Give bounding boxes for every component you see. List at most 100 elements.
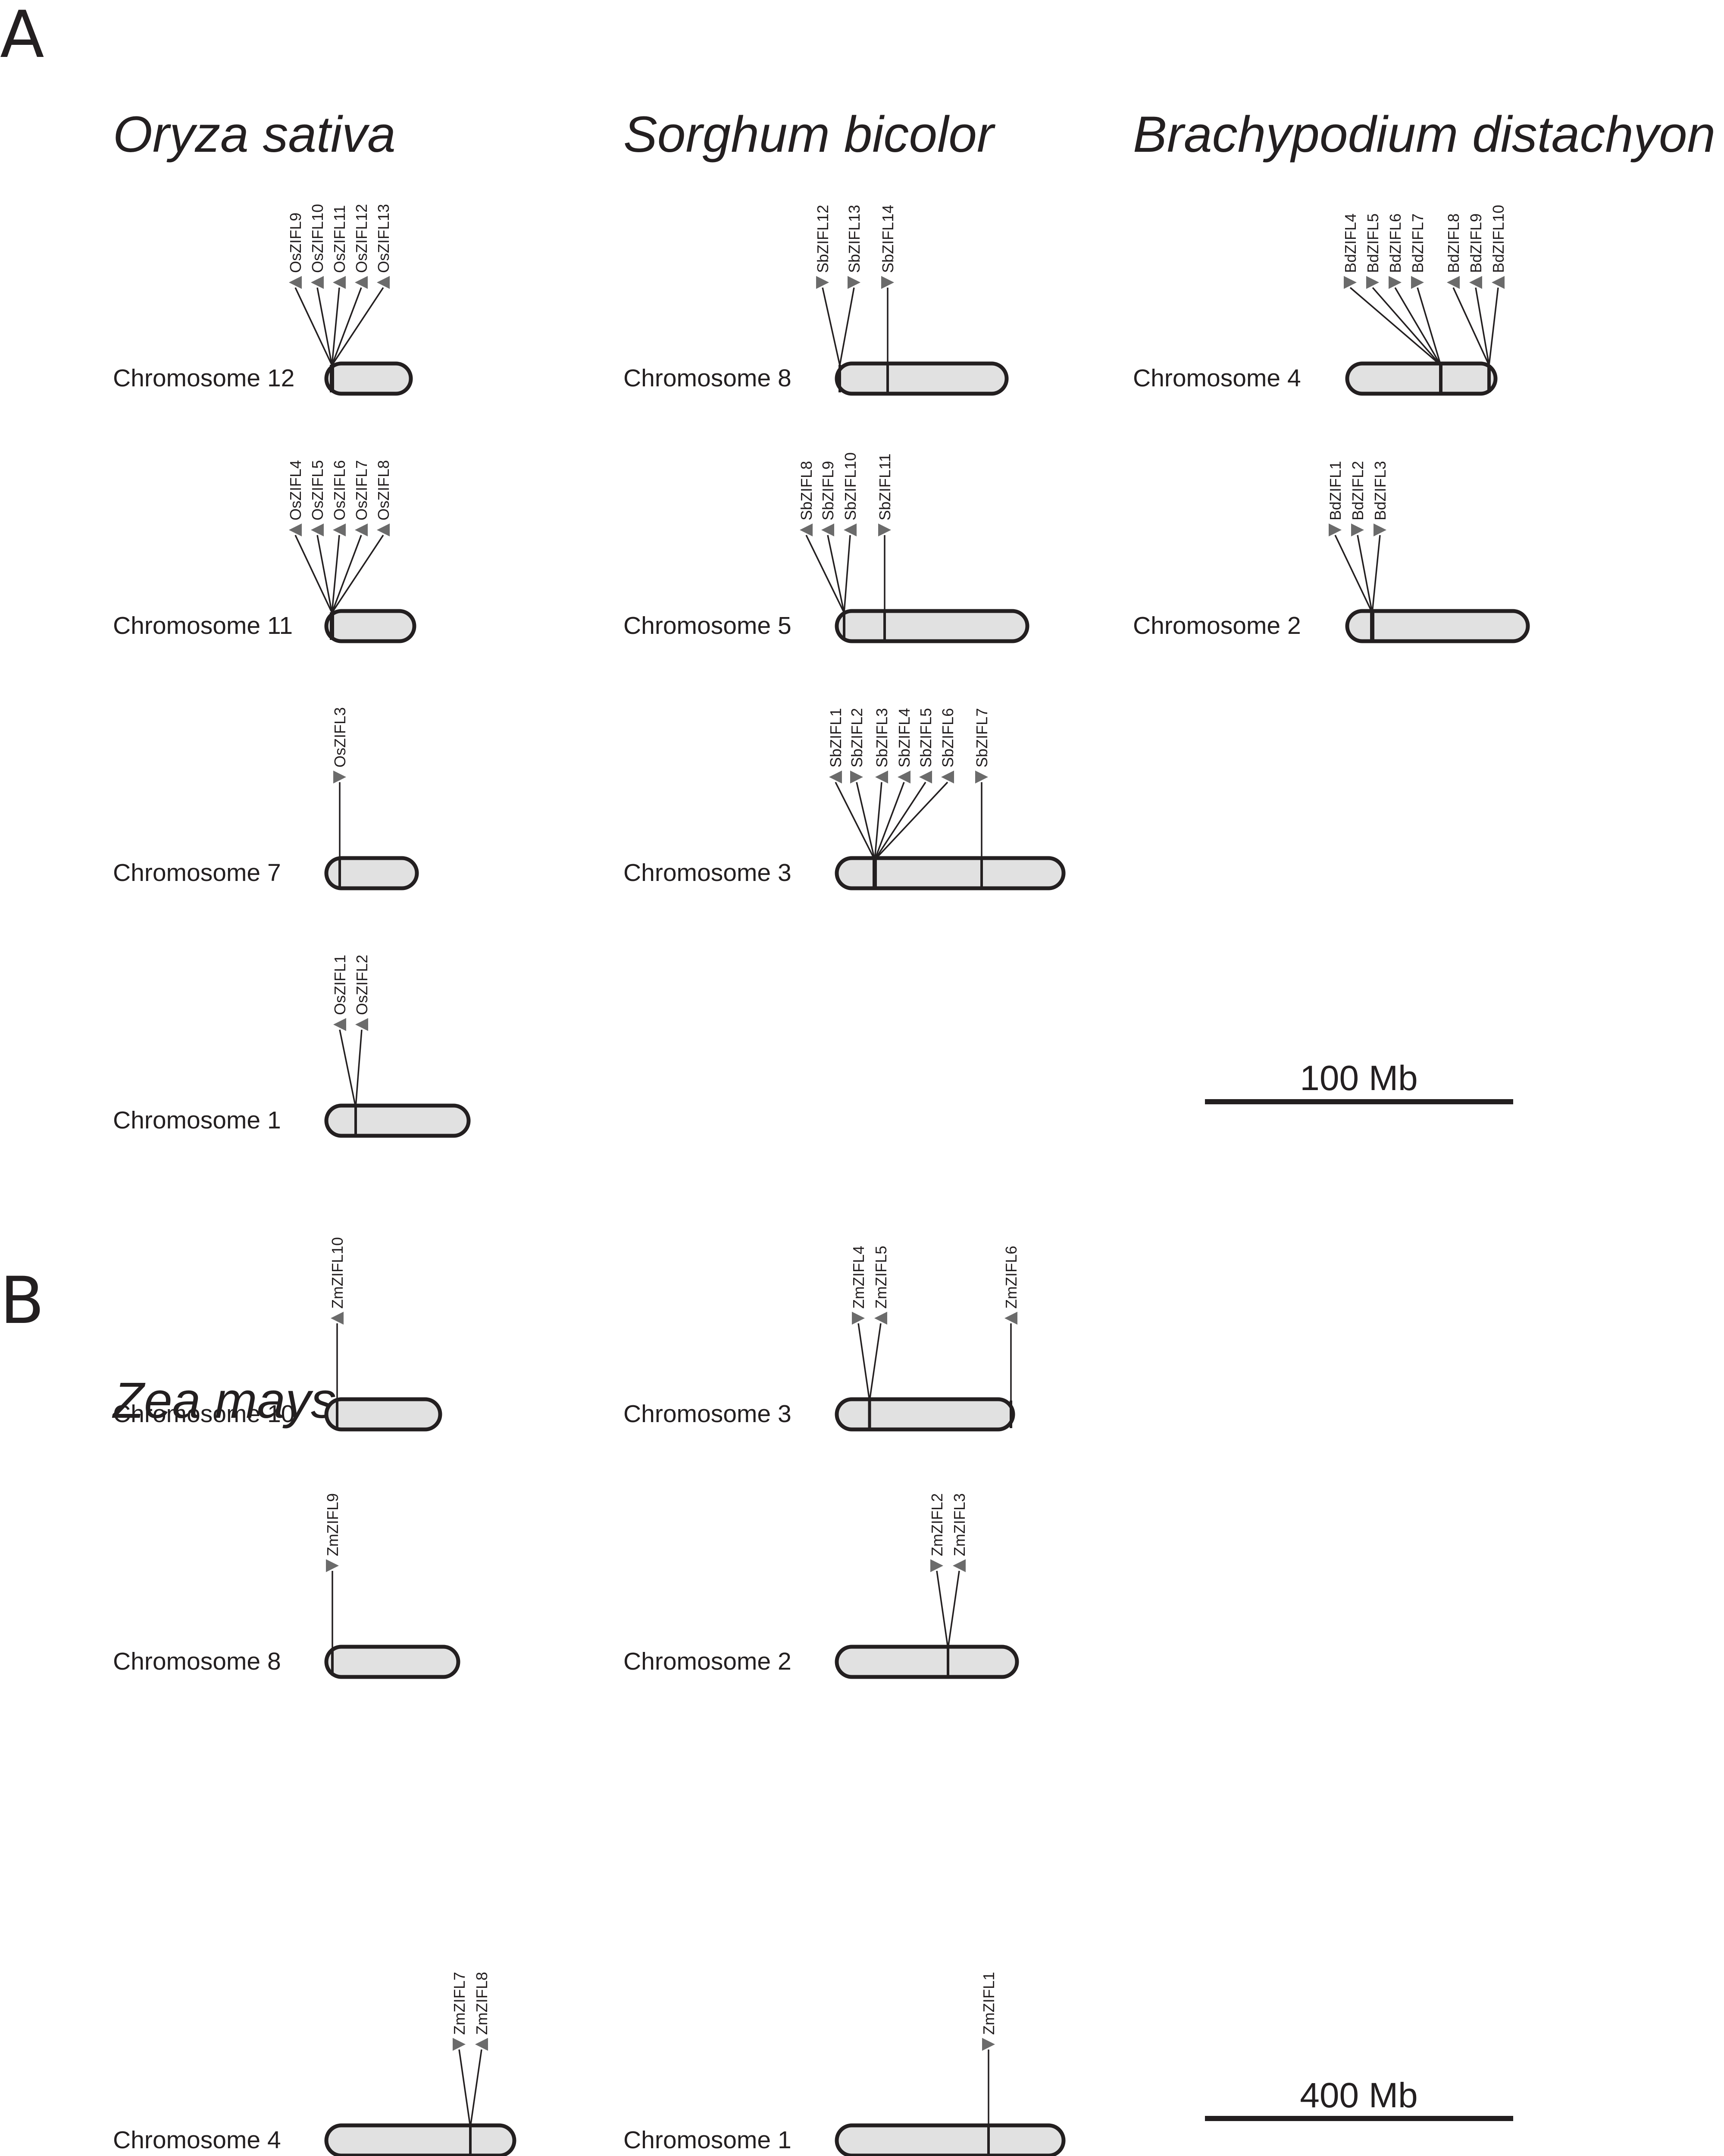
gene-marker-oszifl8 [377, 523, 390, 536]
gene-leader-oszifl10 [316, 287, 333, 366]
gene-label-sbzifl5: SbZIFL5 [917, 708, 935, 768]
chromosome-label: Chromosome 8 [113, 1648, 281, 1675]
scale-bar-400-mb: 400 Mb [1205, 2076, 1513, 2121]
gene-label-sbzifl4: SbZIFL4 [895, 708, 913, 768]
species-title-oryza-sativa: Oryza sativa [113, 106, 396, 163]
gene-leader-oszifl12 [331, 287, 362, 366]
gene-marker-sbzifl12 [816, 276, 829, 289]
gene-label-sbzifl3: SbZIFL3 [873, 708, 891, 768]
gene-label-sbzifl6: SbZIFL6 [939, 708, 957, 768]
gene-label-bdzifl8: BdZIFL8 [1445, 213, 1462, 273]
gene-label-sbzifl11: SbZIFL11 [876, 454, 894, 520]
gene-leader-bdzifl4 [1349, 287, 1442, 366]
chromosome-body [835, 609, 1029, 643]
gene-leader-bdzifl7 [1417, 287, 1442, 366]
gene-leader-bdzifl2 [1357, 535, 1373, 613]
gene-leader-sbzifl1 [835, 782, 876, 860]
gene-marker-oszifl2 [355, 1018, 368, 1031]
gene-marker-bdzifl8 [1447, 276, 1460, 289]
gene-label-zmzifl8: ZmZIFL8 [473, 1972, 491, 2035]
gene-label-sbzifl14: SbZIFL14 [879, 205, 897, 273]
gene-marker-bdzifl6 [1389, 276, 1402, 289]
chromosome-body [1345, 361, 1498, 396]
chromosome-body [324, 1645, 460, 1679]
scale-bar-label: 400 Mb [1300, 2076, 1418, 2115]
gene-leader-bdzifl8 [1452, 287, 1490, 366]
gene-marker-zmzifl1 [982, 2038, 995, 2051]
gene-leader-sbzifl2 [856, 782, 876, 860]
gene-leader-bdzifl10 [1488, 287, 1499, 366]
scale-bar-100-mb: 100 Mb [1205, 1059, 1513, 1104]
gene-leader-oszifl11 [331, 287, 340, 366]
gene-leader-sbzifl8 [805, 535, 845, 613]
gene-leader-oszifl1 [339, 1029, 357, 1108]
gene-label-oszifl5: OsZIFL5 [309, 460, 326, 520]
gene-marker-oszifl10 [311, 276, 324, 289]
gene-leader-oszifl9 [294, 287, 333, 366]
gene-leader-zmzifl3 [947, 1570, 960, 1649]
gene-label-oszifl12: OsZIFL12 [353, 204, 370, 273]
gene-label-sbzifl8: SbZIFL8 [798, 461, 815, 520]
gene-marker-bdzifl7 [1411, 276, 1424, 289]
gene-leader-bdzifl5 [1372, 287, 1442, 366]
gene-marker-bdzifl3 [1374, 523, 1386, 536]
gene-leader-sbzifl12 [822, 287, 841, 366]
chromosome-body [835, 1645, 1019, 1679]
chromosome-body [324, 2123, 516, 2156]
gene-leader-sbzifl6 [874, 781, 948, 861]
chromosome-body [324, 1103, 471, 1138]
gene-leader-zmzifl8 [469, 2049, 482, 2128]
gene-label-oszifl4: OsZIFL4 [287, 460, 304, 520]
gene-marker-bdzifl4 [1344, 276, 1357, 289]
gene-leader-sbzifl4 [874, 782, 905, 860]
gene-marker-sbzifl5 [919, 771, 932, 783]
gene-leader-sbzifl13 [839, 287, 855, 366]
gene-marker-oszifl6 [333, 523, 346, 536]
gene-marker-zmzifl3 [953, 1559, 966, 1572]
gene-label-oszifl11: OsZIFL11 [331, 205, 348, 273]
gene-marker-sbzifl1 [829, 771, 842, 783]
gene-leader-sbzifl10 [843, 535, 851, 613]
gene-label-oszifl10: OsZIFL10 [309, 204, 326, 273]
gene-marker-oszifl11 [333, 276, 346, 289]
chromosome-label: Chromosome 3 [623, 859, 792, 887]
gene-marker-oszifl12 [355, 276, 368, 289]
gene-label-sbzifl2: SbZIFL2 [848, 708, 866, 768]
gene-label-oszifl13: OsZIFL13 [375, 204, 392, 273]
gene-label-zmzifl2: ZmZIFL2 [928, 1493, 946, 1556]
gene-marker-sbzifl7 [975, 771, 988, 783]
gene-marker-zmzifl9 [326, 1559, 339, 1572]
chromosome-label: Chromosome 2 [1133, 612, 1301, 639]
chromosome-body [324, 1397, 442, 1432]
gene-marker-zmzifl6 [1004, 1312, 1017, 1325]
gene-label-sbzifl10: SbZIFL10 [842, 452, 859, 520]
gene-label-zmzifl7: ZmZIFL7 [451, 1972, 468, 2035]
gene-leader-oszifl6 [331, 535, 340, 613]
chromosome-label: Chromosome 4 [113, 2126, 281, 2154]
chromosome-body [835, 856, 1066, 890]
scale-bar-label: 100 Mb [1300, 1059, 1418, 1098]
chromosome-label: Chromosome 8 [623, 364, 792, 392]
gene-marker-zmzifl8 [475, 2038, 488, 2051]
gene-marker-oszifl9 [289, 276, 302, 289]
gene-label-bdzifl5: BdZIFL5 [1364, 213, 1382, 273]
gene-label-zmzifl6: ZmZIFL6 [1002, 1246, 1020, 1309]
gene-leader-sbzifl9 [827, 535, 845, 613]
gene-label-zmzifl10: ZmZIFL10 [329, 1237, 346, 1309]
gene-marker-zmzifl2 [930, 1559, 943, 1572]
gene-leader-zmzifl4 [857, 1323, 870, 1401]
panel-label-b: B [0, 1263, 44, 1338]
species-title-sorghum-bicolor: Sorghum bicolor [623, 106, 996, 163]
gene-marker-zmzifl7 [453, 2038, 466, 2051]
